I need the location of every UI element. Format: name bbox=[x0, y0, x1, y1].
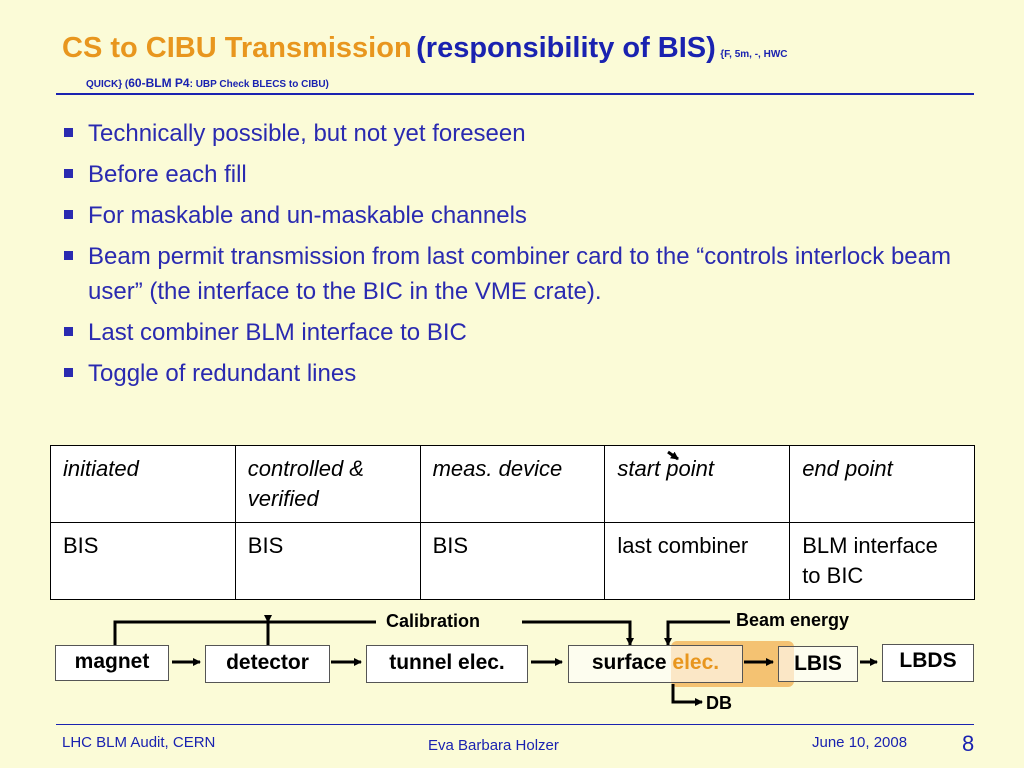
bullet-item: Last combiner BLM interface to BIC bbox=[62, 315, 962, 350]
title-responsibility: (responsibility of BIS) bbox=[416, 32, 716, 64]
elec-label: elec. bbox=[672, 651, 720, 674]
title-ref-part2: QUICK} ( bbox=[86, 79, 129, 90]
table-cell: BLM interface to BIC bbox=[789, 522, 975, 600]
page-number: 8 bbox=[962, 731, 975, 756]
lbds-label: LBDS bbox=[899, 649, 957, 672]
db-line bbox=[671, 684, 703, 706]
bullet-item: Toggle of redundant lines bbox=[62, 356, 962, 391]
calibration-line bbox=[111, 620, 376, 652]
table-header-cell: meas. device bbox=[419, 445, 606, 523]
lbis-label: LBIS bbox=[794, 652, 842, 675]
title-reference: QUICK} (60-BLM P4: UBP Check BLECS to CI… bbox=[86, 76, 329, 90]
table-header-cell: controlled & verified bbox=[234, 445, 421, 523]
footer-date: June 10, 2008 bbox=[812, 734, 908, 751]
beam-energy-line bbox=[664, 620, 730, 646]
table-header-cell: start point bbox=[604, 445, 791, 523]
bullet-item: For maskable and un-maskable channels bbox=[62, 198, 962, 233]
footer-author: Eva Barbara Holzer bbox=[428, 737, 559, 754]
detector-box: detector bbox=[205, 645, 330, 683]
title-ref-part1: {F, 5m, -, HWC bbox=[720, 49, 788, 60]
table-header-cell: initiated bbox=[50, 445, 236, 523]
responsibility-table: initiated controlled & verified meas. de… bbox=[50, 445, 975, 600]
title-main: CS to CIBU Transmission bbox=[62, 32, 412, 64]
tunnel-elec-label: tunnel elec. bbox=[389, 651, 505, 674]
lbis-box: LBIS bbox=[778, 646, 858, 682]
table-cell: last combiner bbox=[604, 522, 791, 600]
bullet-item: Beam permit transmission from last combi… bbox=[62, 239, 962, 309]
surface-elec-box: surface elec. bbox=[568, 645, 743, 683]
beam-energy-label: Beam energy bbox=[736, 610, 850, 630]
magnet-box: magnet bbox=[55, 645, 169, 681]
table-header-row: initiated controlled & verified meas. de… bbox=[50, 445, 975, 523]
slide-title: CS to CIBU Transmission (responsibility … bbox=[62, 32, 788, 65]
title-ref-part3: : UBP Check BLECS to CIBU) bbox=[189, 79, 329, 90]
title-ref-bold: 60-BLM P4 bbox=[128, 76, 190, 90]
bullet-list: Technically possible, but not yet forese… bbox=[62, 116, 962, 397]
lbds-box: LBDS bbox=[882, 644, 974, 682]
footer-left: LHC BLM Audit, CERN bbox=[62, 734, 216, 751]
table-cursor-arrow bbox=[667, 450, 679, 461]
table-cell: BIS bbox=[234, 522, 421, 600]
table-cell: BIS bbox=[419, 522, 606, 600]
table-cell: BIS bbox=[50, 522, 236, 600]
footer-divider bbox=[56, 724, 974, 725]
table-row: BIS BIS BIS last combiner BLM interface … bbox=[50, 522, 975, 600]
surface-label: surface bbox=[591, 651, 667, 674]
db-label: DB bbox=[706, 693, 732, 713]
detector-label: detector bbox=[226, 651, 309, 674]
calibration-to-surface bbox=[522, 620, 634, 646]
title-divider bbox=[56, 93, 974, 95]
tunnel-elec-box: tunnel elec. bbox=[366, 645, 528, 683]
calibration-label: Calibration bbox=[386, 611, 481, 631]
bullet-item: Before each fill bbox=[62, 157, 962, 192]
bullet-item: Technically possible, but not yet forese… bbox=[62, 116, 962, 151]
magnet-label: magnet bbox=[74, 650, 150, 673]
